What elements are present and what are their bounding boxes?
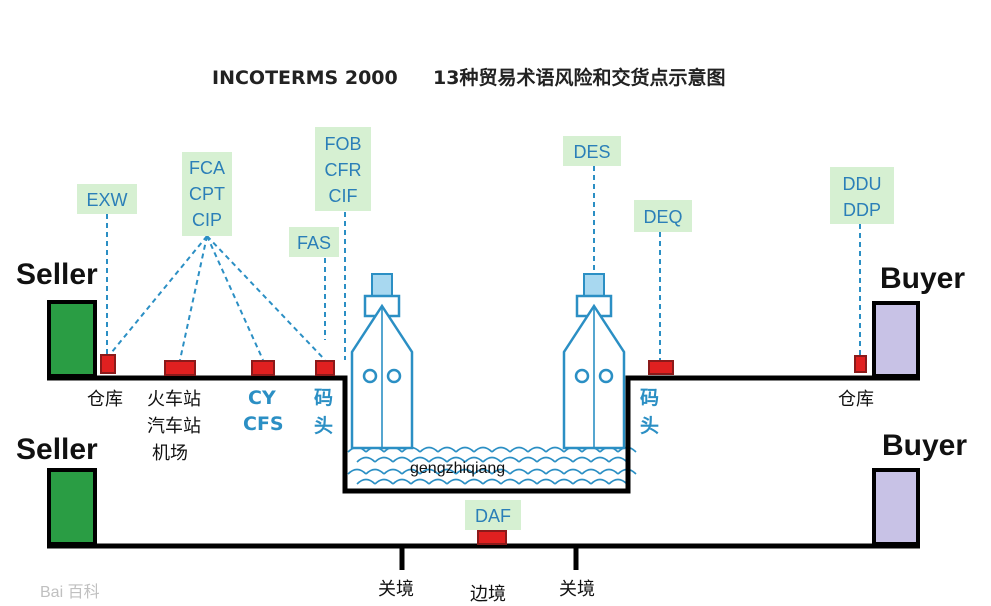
seller-label-top: Seller [16,258,98,291]
title-left: INCOTERMS 2000 [212,67,398,89]
place-customs-left: 关境 [378,579,414,600]
leader-fca-cy [206,235,264,361]
svg-text:DES: DES [573,142,610,162]
buyer-label-bottom: Buyer [882,429,967,462]
delivery-point-exw [100,354,116,374]
tag-fob-cfr-cif: FOB CFR CIF [315,127,371,211]
svg-text:CPT: CPT [189,184,225,204]
svg-text:CFR: CFR [325,160,362,180]
place-station-line1: 火车站 [147,389,201,410]
tag-ddu-ddp: DDU DDP [830,167,894,224]
place-wharf-seller-1: 码 [314,387,333,409]
ship-left [350,273,414,450]
leader-fca-wharf [206,235,326,361]
place-border: 边境 [470,584,506,605]
place-cfs: CFS [243,413,284,435]
place-customs-right: 关境 [559,579,595,600]
place-warehouse-buyer: 仓库 [838,389,874,410]
delivery-point-ddu [854,355,867,373]
svg-text:FOB: FOB [324,134,361,154]
tag-daf: DAF [465,500,521,530]
tag-deq: DEQ [634,200,692,232]
svg-text:DDP: DDP [843,200,881,220]
place-wharf-buyer-1: 码 [640,387,659,409]
tag-fas: FAS [289,227,339,257]
svg-text:EXW: EXW [86,190,127,210]
river-waves [347,446,637,485]
delivery-point-deq [648,360,674,375]
delivery-point-station [164,360,196,376]
delivery-point-cy [251,360,275,376]
svg-text:DDU: DDU [843,174,882,194]
leader-fca-warehouse [106,235,208,359]
place-warehouse-seller: 仓库 [87,389,123,410]
svg-text:DAF: DAF [475,506,511,526]
svg-text:FAS: FAS [297,233,331,253]
delivery-point-daf [477,530,507,545]
tag-fca-cpt-cip: FCA CPT CIP [182,152,232,236]
svg-text:DEQ: DEQ [643,207,682,227]
ship-right [562,273,626,450]
title-right: 13种贸易术语风险和交货点示意图 [433,66,725,89]
tag-des: DES [563,136,621,166]
delivery-point-wharf-seller [315,360,335,376]
place-wharf-buyer-2: 头 [640,415,659,437]
tag-exw: EXW [77,184,137,214]
svg-text:CIP: CIP [192,210,222,230]
place-wharf-seller-2: 头 [314,415,333,437]
seller-building-bottom [47,468,97,546]
place-station-line3: 机场 [152,443,188,464]
watermark: Bai 百科 [40,583,100,601]
ground-line-top [47,375,920,494]
river-label: gengzhiqiang [410,460,505,477]
seller-building-top [47,300,97,378]
svg-text:FCA: FCA [189,158,225,178]
buyer-building-bottom [872,468,920,546]
svg-text:CIF: CIF [329,186,358,206]
buyer-building-top [872,301,920,378]
place-cy: CY [248,387,276,409]
place-station-line2: 汽车站 [147,416,201,437]
seller-label-bottom: Seller [16,433,98,466]
leader-fca-station [179,235,208,361]
buyer-label-top: Buyer [880,262,965,295]
